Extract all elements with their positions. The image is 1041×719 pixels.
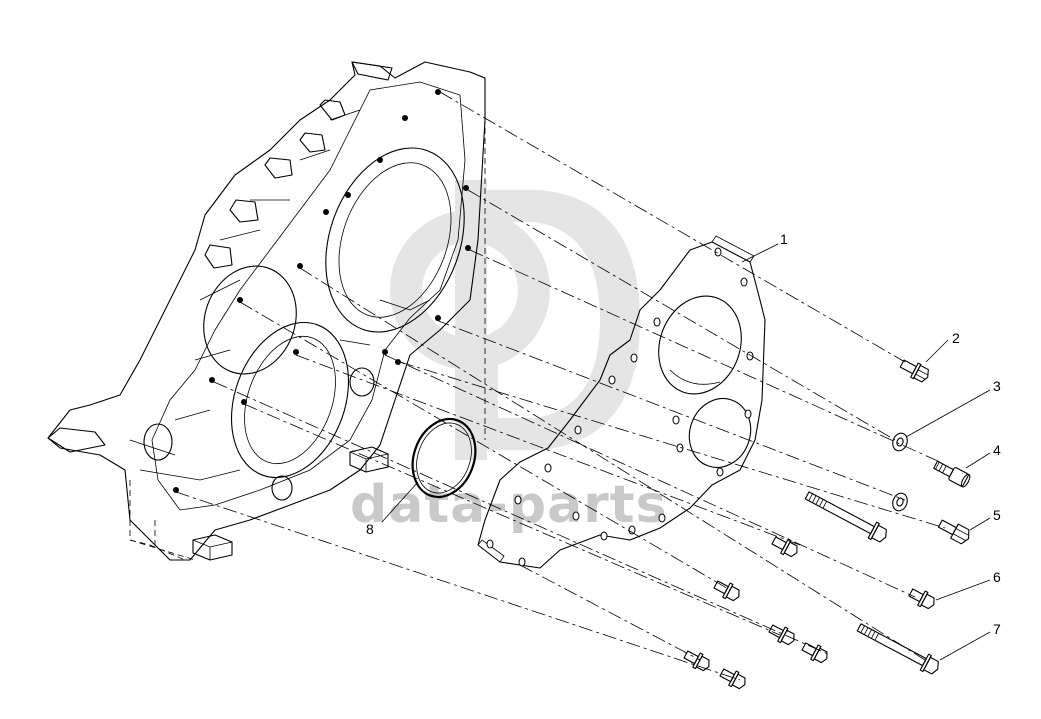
callout-7: 7 [993, 621, 1001, 637]
callout-leaders [381, 243, 991, 661]
flanged-bolt-6c [713, 580, 740, 602]
assembly-centerlines [175, 91, 946, 681]
long-flanged-bolt-7b [804, 491, 887, 543]
flanged-bolt-6d [768, 624, 795, 646]
callout-6: 6 [993, 569, 1001, 585]
o-ring [411, 417, 477, 499]
watermark-text: data-parts [350, 475, 668, 535]
flanged-bolt-6f [683, 650, 710, 672]
washer-3 [892, 432, 908, 512]
long-flanged-bolt-7 [856, 623, 939, 675]
callout-labels: 1 2 3 4 5 6 7 8 [366, 231, 1001, 637]
flanged-bolt-6b [771, 536, 798, 558]
watermark-logo [390, 180, 640, 460]
callout-1: 1 [780, 231, 788, 247]
flanged-bolt-6e [801, 642, 828, 664]
socket-screw-4 [933, 460, 971, 488]
engine-front-housing [47, 61, 486, 561]
callout-4: 4 [993, 442, 1001, 458]
callout-8: 8 [366, 521, 374, 537]
cover-plate-bolt-holes [486, 247, 754, 567]
flanged-bolt-6g [719, 668, 746, 690]
callout-5: 5 [993, 507, 1001, 523]
callout-2: 2 [952, 330, 960, 346]
hex-bolt-5 [937, 519, 970, 545]
callout-3: 3 [993, 378, 1001, 394]
flanged-bolt-2 [899, 359, 929, 383]
flanged-bolt-6 [908, 588, 935, 610]
housing-bolt-holes [173, 89, 471, 493]
